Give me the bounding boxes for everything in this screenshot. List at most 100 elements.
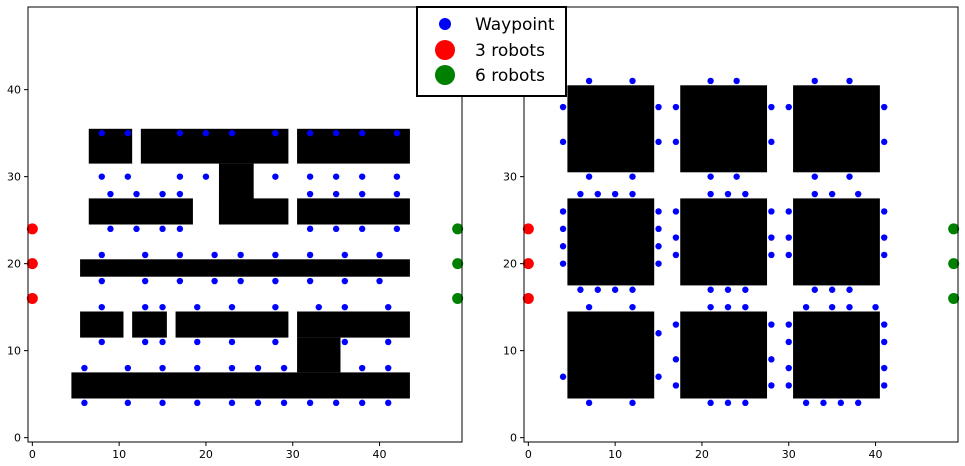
right-waypoint-point bbox=[707, 190, 714, 198]
right-waypoint-point bbox=[785, 251, 792, 259]
left-waypoint-point bbox=[159, 399, 166, 407]
right-waypoint-point bbox=[629, 303, 636, 311]
legend-marker-3-robots bbox=[435, 40, 455, 60]
left-waypoint-point bbox=[124, 129, 132, 137]
right-waypoint-point bbox=[881, 364, 888, 372]
right-waypoint-point bbox=[672, 356, 680, 363]
right-y-tick-label: 30 bbox=[503, 171, 517, 184]
right-x-tick-label: 20 bbox=[695, 448, 709, 461]
right-waypoint-point bbox=[828, 190, 836, 198]
right-waypoint-point bbox=[655, 243, 662, 250]
right-waypoint-point bbox=[559, 103, 567, 111]
right-robot-6-point bbox=[948, 292, 960, 304]
left-waypoint-point bbox=[81, 364, 88, 372]
right-waypoint-point bbox=[881, 208, 888, 215]
left-waypoint-point bbox=[228, 129, 236, 137]
left-waypoint-point bbox=[306, 173, 314, 180]
right-waypoint-point bbox=[672, 251, 680, 259]
right-waypoint-point bbox=[585, 173, 593, 180]
left-obstacle bbox=[297, 128, 410, 164]
right-waypoint-point bbox=[881, 234, 888, 241]
left-waypoint-point bbox=[176, 225, 184, 233]
legend-marker-6-robots bbox=[435, 65, 455, 85]
left-waypoint-point bbox=[202, 129, 210, 137]
left-robot-3-point bbox=[26, 223, 38, 235]
left-waypoint-point bbox=[98, 303, 105, 311]
left-waypoint-point bbox=[98, 129, 105, 137]
right-waypoint-point bbox=[785, 234, 792, 241]
right-waypoint-point bbox=[846, 77, 853, 85]
left-waypoint-point bbox=[228, 303, 236, 311]
left-robot-6-point bbox=[452, 258, 464, 270]
left-waypoint-point bbox=[228, 399, 236, 407]
left-waypoint-point bbox=[98, 338, 105, 346]
left-waypoint-point bbox=[124, 364, 132, 372]
left-x-tick-label: 0 bbox=[29, 448, 36, 461]
right-y-tick-label: 20 bbox=[503, 258, 517, 271]
right-waypoint-point bbox=[629, 286, 636, 293]
right-waypoint-point bbox=[655, 260, 662, 267]
left-waypoint-point bbox=[159, 190, 166, 198]
right-waypoint-point bbox=[768, 382, 775, 389]
left-obstacle bbox=[88, 128, 133, 164]
right-waypoint-point bbox=[768, 251, 775, 259]
right-robot-3-point bbox=[522, 292, 534, 304]
right-waypoint-point bbox=[785, 103, 792, 111]
right-waypoint-point bbox=[672, 234, 680, 241]
right-waypoint-point bbox=[881, 103, 888, 111]
left-waypoint-point bbox=[306, 129, 314, 137]
left-x-tick-label: 20 bbox=[199, 448, 213, 461]
right-waypoint-point bbox=[820, 399, 827, 407]
right-waypoint-point bbox=[742, 303, 749, 311]
left-obstacle bbox=[88, 198, 193, 225]
right-waypoint-point bbox=[846, 286, 853, 293]
right-waypoint-point bbox=[629, 399, 636, 407]
right-waypoint-point bbox=[585, 399, 593, 407]
left-waypoint-point bbox=[385, 399, 392, 407]
right-obstacle bbox=[680, 198, 768, 286]
right-waypoint-point bbox=[559, 243, 567, 250]
left-waypoint-point bbox=[194, 303, 201, 311]
right-waypoint-point bbox=[655, 225, 662, 233]
right-waypoint-point bbox=[655, 138, 662, 146]
left-waypoint-point bbox=[376, 277, 383, 285]
left-waypoint-point bbox=[107, 225, 114, 233]
right-waypoint-point bbox=[802, 303, 810, 311]
left-waypoint-point bbox=[332, 129, 340, 137]
left-waypoint-point bbox=[107, 190, 114, 198]
left-y-tick-label: 10 bbox=[7, 345, 21, 358]
right-waypoint-point bbox=[881, 338, 888, 346]
left-obstacle bbox=[218, 198, 289, 225]
right-waypoint-point bbox=[742, 286, 749, 293]
right-waypoint-point bbox=[629, 190, 636, 198]
left-waypoint-point bbox=[141, 338, 149, 346]
left-robot-3-point bbox=[26, 292, 38, 304]
right-obstacle bbox=[793, 198, 880, 286]
left-waypoint-point bbox=[98, 173, 105, 180]
left-waypoint-point bbox=[98, 251, 105, 259]
left-waypoint-point bbox=[358, 173, 366, 180]
right-waypoint-point bbox=[707, 286, 714, 293]
left-x-tick-label: 40 bbox=[373, 448, 387, 461]
right-waypoint-point bbox=[785, 321, 792, 328]
left-waypoint-point bbox=[341, 251, 349, 259]
right-axes-frame bbox=[523, 6, 959, 443]
left-obstacle bbox=[132, 311, 167, 338]
right-waypoint-point bbox=[837, 399, 845, 407]
left-waypoint-point bbox=[358, 364, 366, 372]
right-obstacle bbox=[567, 85, 655, 173]
right-waypoint-point bbox=[559, 138, 567, 146]
left-waypoint-point bbox=[306, 277, 314, 285]
left-waypoint-point bbox=[306, 225, 314, 233]
left-waypoint-point bbox=[385, 364, 392, 372]
right-waypoint-point bbox=[585, 77, 593, 85]
left-waypoint-point bbox=[141, 303, 149, 311]
left-waypoint-point bbox=[176, 277, 184, 285]
right-waypoint-point bbox=[785, 364, 792, 372]
left-waypoint-point bbox=[202, 173, 210, 180]
legend: Waypoint 3 robots 6 robots bbox=[416, 6, 567, 97]
left-obstacle bbox=[297, 311, 410, 338]
left-x-tick-label: 30 bbox=[286, 448, 300, 461]
